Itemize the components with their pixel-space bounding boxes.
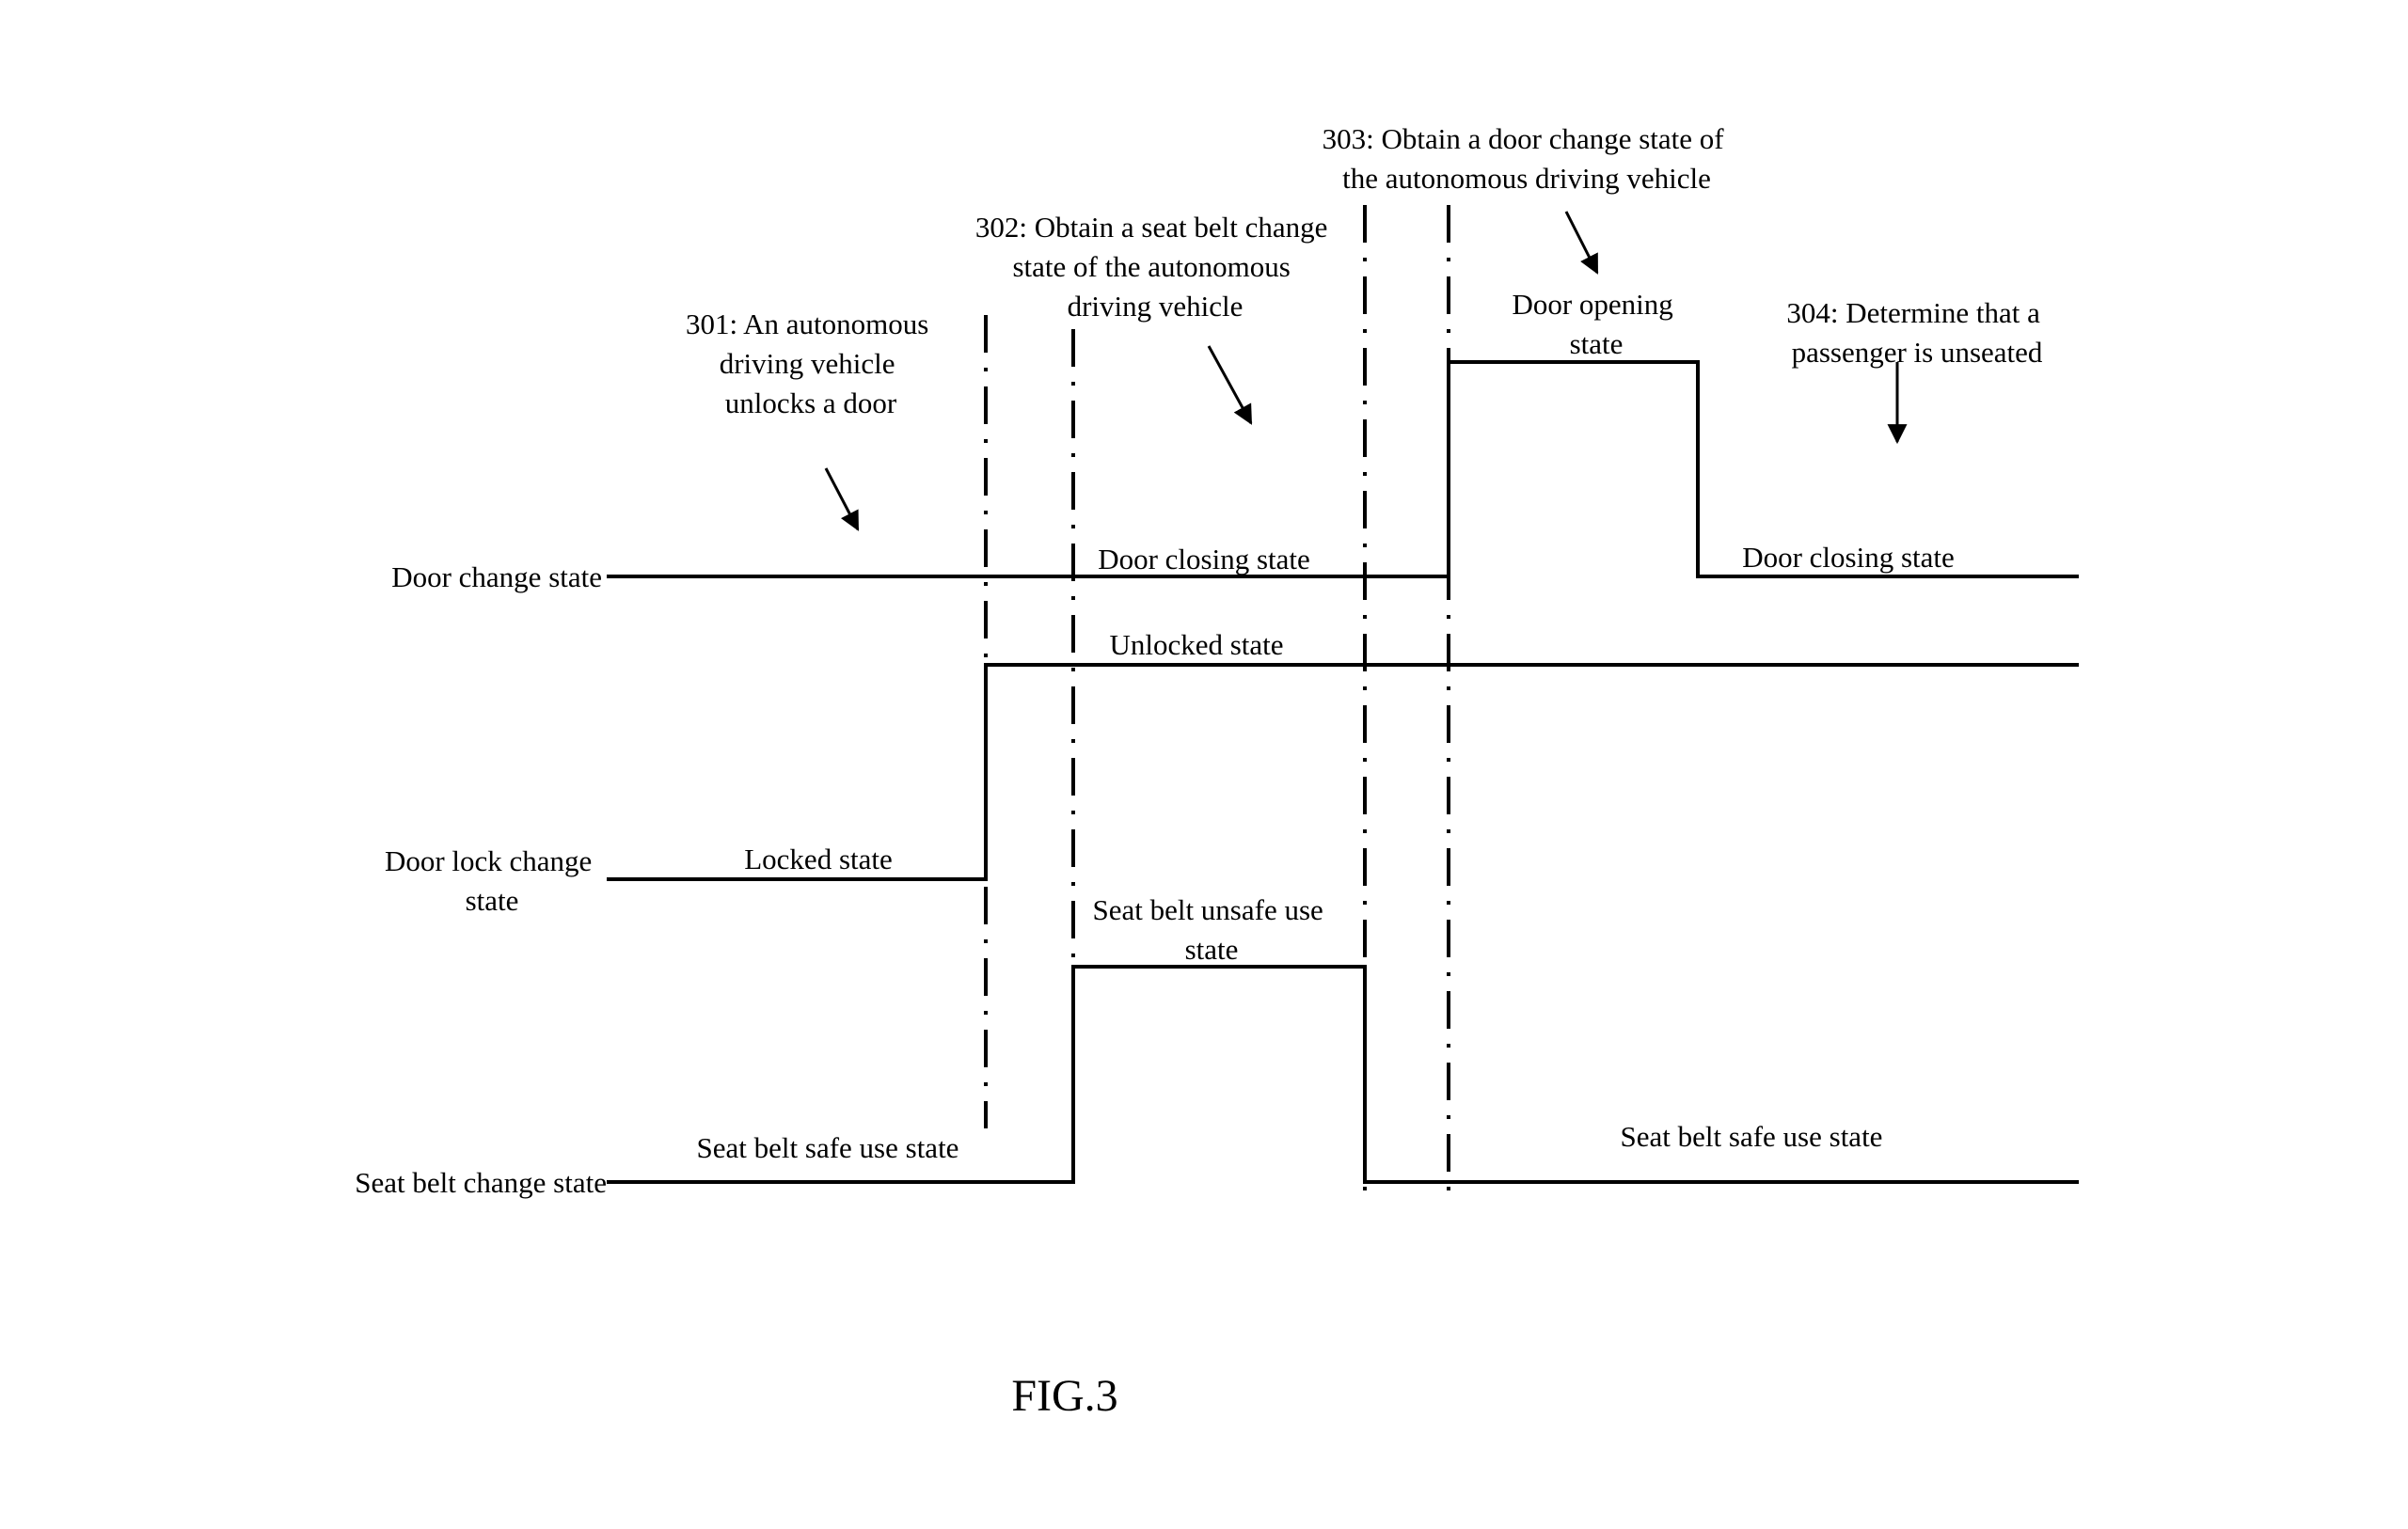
step-302-label: 302: Obtain a seat belt change state of … [975, 211, 1335, 323]
door-opening-state-label: Door opening state [1512, 288, 1680, 360]
seat-belt-signal-label: Seat belt change state [355, 1166, 607, 1199]
arrow-301 [824, 467, 860, 531]
door-change-signal-label: Door change state [391, 560, 602, 593]
seat-belt-waveform [607, 965, 2079, 1184]
door-change-waveform [607, 360, 2079, 578]
locked-state-label: Locked state [744, 843, 893, 875]
seat-belt-unsafe-state-label: Seat belt unsafe use state [1092, 893, 1330, 966]
step-304-label: 304: Determine that a passenger is unsea… [1786, 296, 2047, 369]
step-303-label: 303: Obtain a door change state of the a… [1323, 122, 1732, 195]
door-closing-state-label-1: Door closing state [1098, 543, 1310, 575]
arrow-303 [1564, 211, 1599, 275]
seat-belt-safe-state-label-2: Seat belt safe use state [1621, 1120, 1883, 1153]
arrow-302 [1207, 345, 1253, 425]
door-lock-signal-label: Door lock change state [385, 844, 599, 917]
unlocked-state-label: Unlocked state [1109, 628, 1283, 661]
figure-label: FIG.3 [1011, 1371, 1117, 1421]
step-301-label: 301: An autonomous driving vehicle unloc… [686, 307, 936, 419]
door-closing-state-label-2: Door closing state [1742, 541, 1955, 574]
seat-belt-safe-state-label-1: Seat belt safe use state [697, 1131, 959, 1164]
